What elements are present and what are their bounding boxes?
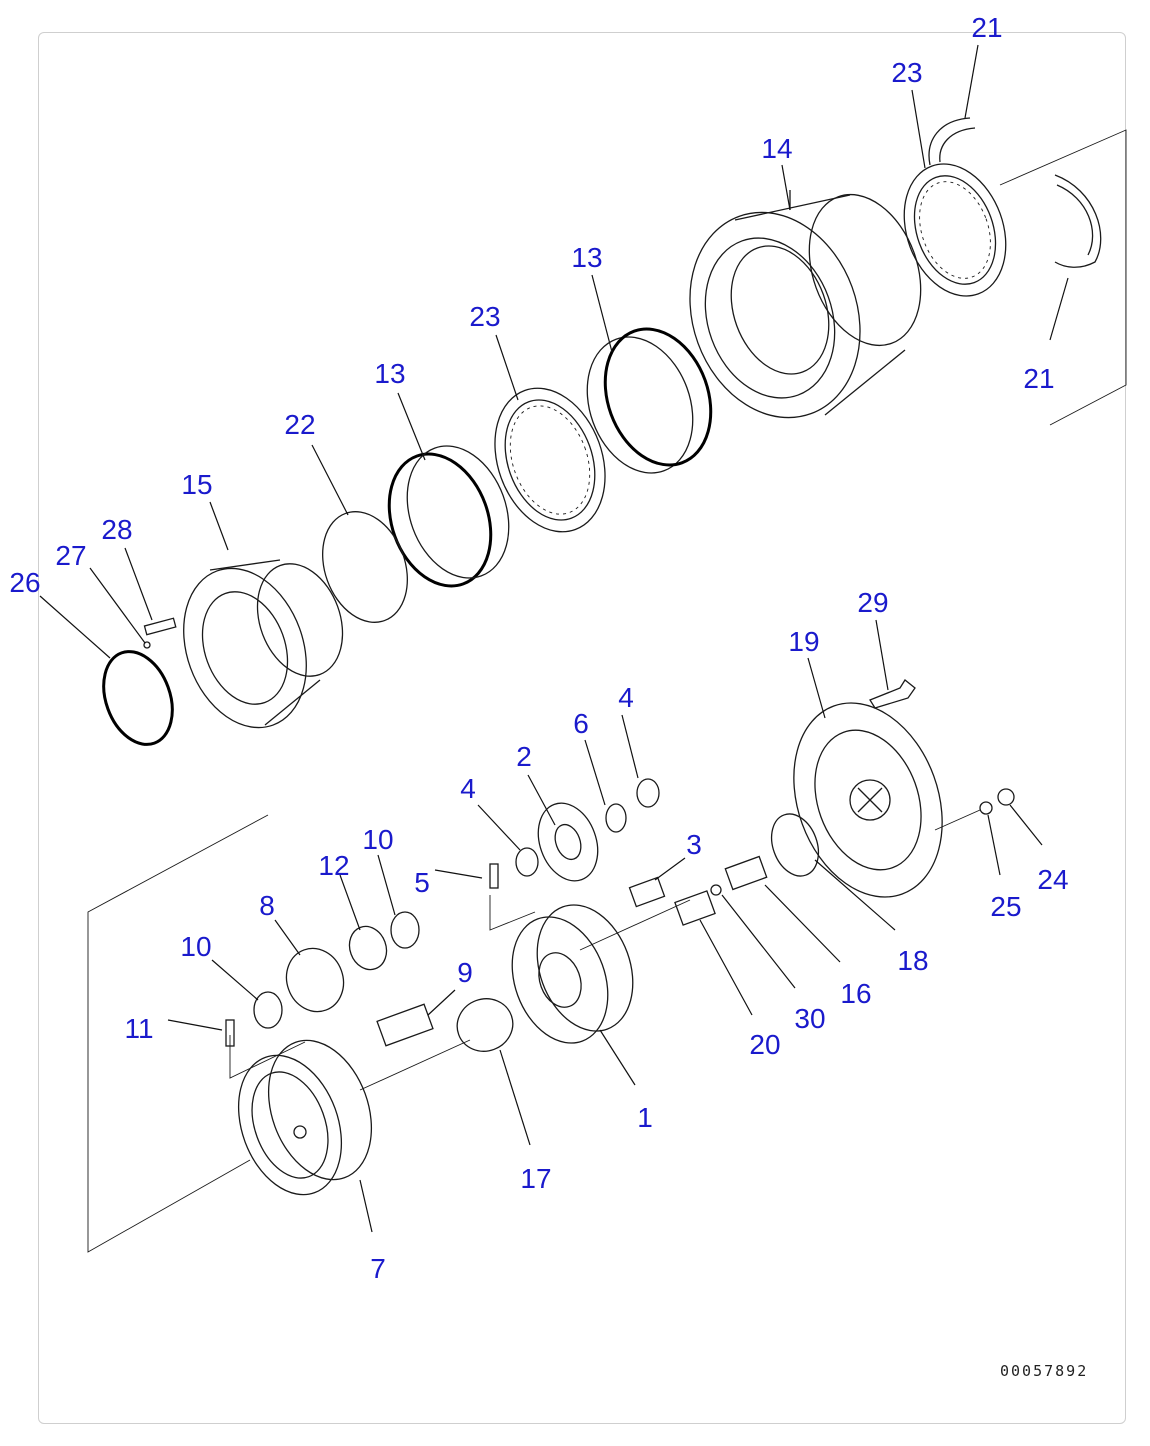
ball-27 (143, 641, 151, 649)
snap-ring-21 (928, 117, 1102, 268)
callout-8: 8 (259, 890, 275, 921)
ring-30 (710, 884, 722, 896)
callout-23-upper: 23 (891, 57, 923, 88)
ring-13-lower (387, 445, 510, 588)
bearing-23-upper (903, 163, 1007, 297)
shaft-9 (376, 1003, 434, 1047)
callout-13-upper: 13 (571, 242, 603, 273)
callout-21-top: 21 (971, 12, 1003, 43)
callout-12: 12 (318, 850, 350, 881)
bearing-12 (348, 925, 388, 971)
carrier-7 (237, 1039, 373, 1196)
hub-15 (183, 559, 344, 729)
carrier-1 (511, 904, 634, 1044)
bearing-6 (605, 803, 627, 833)
housing-14 (689, 190, 922, 419)
o-ring-22 (322, 511, 408, 623)
callout-6: 6 (573, 708, 589, 739)
callout-25: 25 (990, 891, 1022, 922)
callout-10-lower: 10 (180, 931, 212, 962)
axis-guide-lines (87, 129, 1127, 1253)
callout-7: 7 (370, 1253, 386, 1284)
callout-19: 19 (788, 626, 820, 657)
bearing-17 (456, 998, 514, 1052)
bearing-23-middle (494, 387, 606, 533)
callout-22: 22 (284, 409, 316, 440)
plate-18 (770, 813, 820, 877)
callout-20: 20 (749, 1029, 781, 1060)
callout-2: 2 (516, 741, 532, 772)
callout-23-middle: 23 (469, 301, 501, 332)
callout-29: 29 (857, 587, 889, 618)
ring-13-upper (586, 327, 713, 474)
bearing-20 (674, 890, 716, 926)
drawing-frame (38, 32, 1126, 1424)
washer-4b (636, 778, 660, 808)
callout-21-lower: 21 (1023, 363, 1055, 394)
cover-19 (793, 702, 943, 898)
bolt-29 (869, 679, 916, 709)
callout-11: 11 (124, 1013, 154, 1044)
callout-1: 1 (637, 1102, 653, 1133)
plug-24 (997, 788, 1015, 806)
callout-15: 15 (181, 469, 213, 500)
callout-4-right: 4 (618, 682, 634, 713)
callout-4-left: 4 (460, 773, 476, 804)
leader-lines (39, 44, 1069, 1233)
shaft-3 (628, 876, 666, 908)
callout-30: 30 (794, 1003, 826, 1034)
pin-5 (489, 863, 499, 889)
callout-3: 3 (686, 829, 702, 860)
gear-2 (537, 802, 599, 882)
gear-8 (285, 947, 345, 1013)
callout-24: 24 (1037, 864, 1069, 895)
callout-27: 27 (55, 540, 87, 571)
callout-10-upper: 10 (362, 824, 394, 855)
callout-17: 17 (520, 1163, 552, 1194)
callout-5: 5 (414, 867, 430, 898)
drawing-code: 00057892 (1000, 1362, 1089, 1380)
callout-18: 18 (897, 945, 929, 976)
washer-10a (390, 911, 420, 949)
pin-28 (143, 617, 177, 636)
callout-28: 28 (101, 514, 133, 545)
pin-11 (225, 1019, 235, 1047)
o-ring-25 (979, 801, 993, 815)
callout-16: 16 (840, 978, 872, 1009)
sun-gear-16 (724, 855, 768, 891)
callout-14: 14 (761, 133, 793, 164)
callout-13-lower: 13 (374, 358, 406, 389)
callout-26: 26 (9, 567, 41, 598)
washer-4a (515, 847, 539, 877)
o-ring-26 (102, 650, 174, 746)
washer-10b (253, 991, 283, 1029)
callout-9: 9 (457, 957, 473, 988)
